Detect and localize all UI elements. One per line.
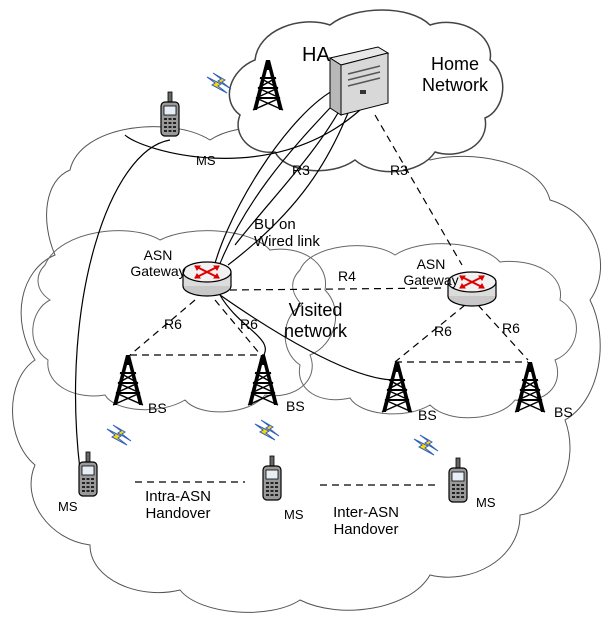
bu-line1: BU on xyxy=(254,216,296,233)
wireless-bolt-icon xyxy=(413,434,439,456)
asn-right-line2: Gateway xyxy=(403,272,459,289)
asn-gateway-left-label: ASN Gateway xyxy=(127,247,189,279)
phone-icon xyxy=(160,91,180,137)
r6-label: R6 xyxy=(434,323,452,339)
ha-label: HA xyxy=(302,44,330,66)
asn-left-line1: ASN xyxy=(143,247,173,263)
r6-label: R6 xyxy=(502,320,520,336)
phone-icon xyxy=(448,457,468,503)
ms-label: MS xyxy=(476,495,496,510)
inter-asn-handover-label: Inter-ASN Handover xyxy=(316,504,416,539)
intra-line2: Handover xyxy=(145,505,211,523)
ms-label: MS xyxy=(196,153,216,168)
tower-icon xyxy=(112,354,144,406)
wireless-bolt-icon xyxy=(254,419,280,441)
bs-label: BS xyxy=(418,407,437,423)
asn-right-line1: ASN xyxy=(416,256,446,272)
bs-label: BS xyxy=(554,404,573,420)
tower-icon xyxy=(381,361,413,413)
r4-label: R4 xyxy=(338,268,356,284)
intra-asn-handover-label: Intra-ASN Handover xyxy=(128,488,228,523)
r3-left-label: R3 xyxy=(292,162,310,178)
visited-network-label: Visited network xyxy=(268,300,363,341)
ms-label: MS xyxy=(284,507,304,522)
intra-line1: Intra-ASN xyxy=(145,488,211,505)
bs-label: BS xyxy=(286,398,305,414)
inter-line2: Handover xyxy=(333,521,399,539)
ms-label: MS xyxy=(58,499,78,514)
outer-cloud xyxy=(12,126,602,613)
home-network-line1: Home xyxy=(430,54,479,74)
inter-line1: Inter-ASN xyxy=(333,504,399,521)
router-icon xyxy=(182,261,232,297)
visited-line1: Visited xyxy=(288,300,343,320)
bu-line2: Wired link xyxy=(254,233,320,251)
bs-label: BS xyxy=(148,400,167,416)
home-network-label: Home Network xyxy=(415,54,495,95)
wireless-bolt-icon xyxy=(106,424,132,446)
phone-icon xyxy=(262,455,282,501)
visited-line2: network xyxy=(283,320,348,341)
r6-label: R6 xyxy=(164,316,182,332)
r6-label: R6 xyxy=(240,316,258,332)
r3-right-label: R3 xyxy=(390,162,408,178)
tower-icon xyxy=(514,361,546,413)
asn-left-line2: Gateway xyxy=(130,263,186,280)
left-asn-cloud xyxy=(32,230,337,413)
wireless-bolt-icon xyxy=(206,72,232,94)
asn-gateway-right-label: ASN Gateway xyxy=(400,256,462,288)
server-icon xyxy=(328,46,390,116)
phone-icon xyxy=(78,451,98,497)
home-network-line2: Network xyxy=(421,74,488,95)
bu-label: BU on Wired link xyxy=(254,216,320,251)
